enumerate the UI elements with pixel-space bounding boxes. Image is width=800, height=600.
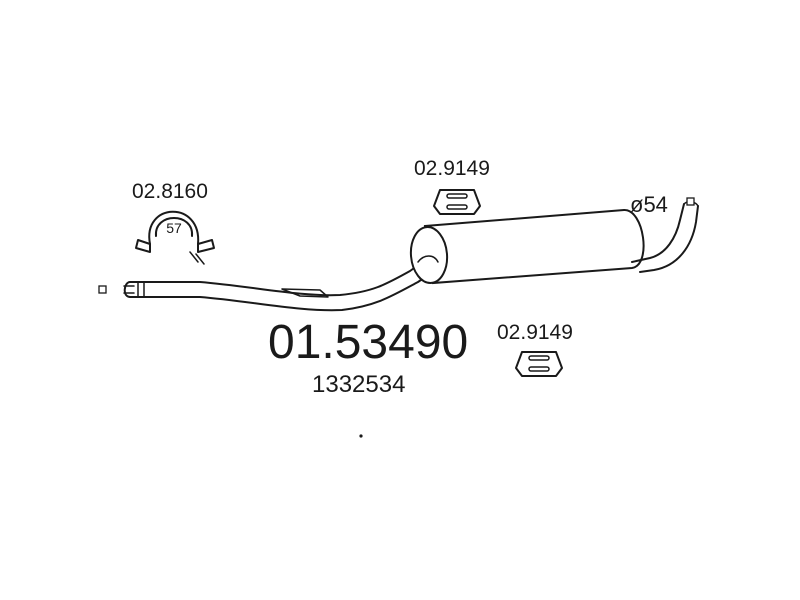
clamp-part-number: 02.8160: [132, 180, 208, 203]
inlet-end-marker: [98, 285, 107, 294]
clamp-part: 57: [135, 210, 215, 265]
rubber-hanger-top: [433, 189, 481, 215]
hanger-top-part-number: 02.9149: [414, 157, 490, 180]
rubber-hanger-bottom: [515, 351, 563, 377]
inlet-pipe: [123, 257, 435, 312]
main-part-number: 01.53490: [268, 316, 468, 369]
outlet-diameter-label: ø54: [630, 192, 668, 217]
clamp-size-label: 57: [166, 220, 182, 236]
oe-reference-number: 1332534: [312, 371, 405, 398]
outlet-end-marker: [686, 197, 695, 206]
stray-dot: [359, 434, 363, 438]
hanger-bottom-part-number: 02.9149: [497, 321, 573, 344]
silencer-body: [409, 208, 645, 285]
